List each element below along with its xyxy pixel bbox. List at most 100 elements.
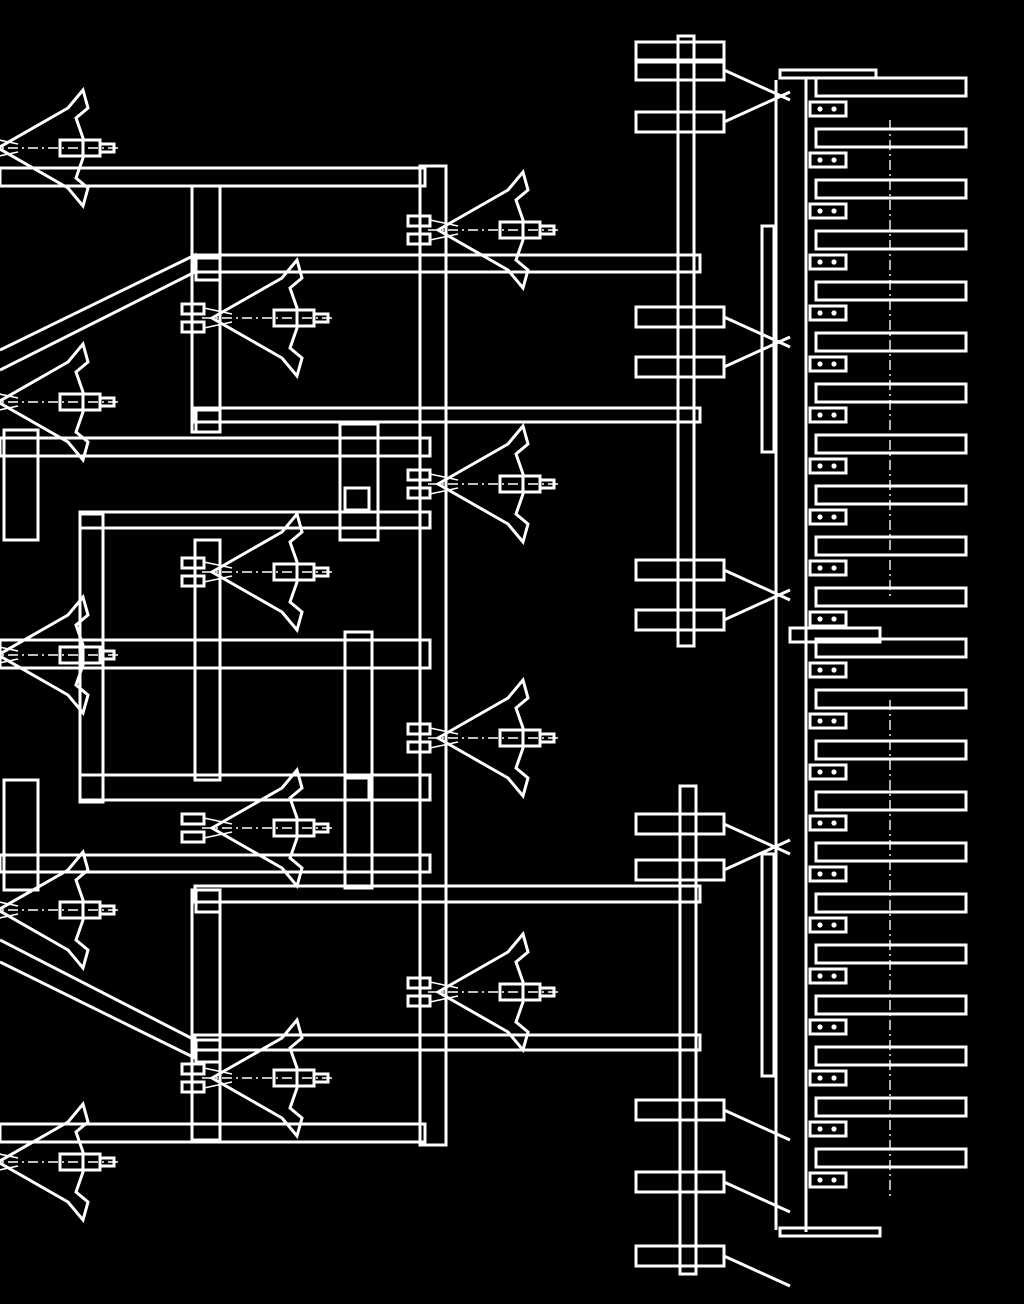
roller-bar: [814, 892, 968, 914]
vertical-beam: [2, 778, 40, 892]
frame-bar: [0, 166, 427, 188]
harrow-rail: [678, 784, 698, 1276]
roller-bolt-plate: [808, 355, 848, 373]
sweep-share: [406, 422, 558, 546]
harrow-tine: [634, 608, 726, 632]
main-frame: [0, 166, 702, 1144]
sweep-share: [0, 86, 118, 210]
harrow-tine: [634, 355, 726, 379]
roller-bolt-plate: [808, 202, 848, 220]
sweep-share: [0, 848, 118, 972]
frame-beams: [0, 164, 448, 1147]
diagonal-brace: [0, 938, 197, 1061]
roller-bar: [814, 943, 968, 965]
sweep-shares: [0, 86, 558, 1224]
harrow-section: [634, 34, 791, 1288]
roller-bolt-plate: [808, 100, 848, 118]
clamp-block: [194, 408, 222, 434]
roller-bar: [814, 433, 968, 455]
roller-bar: [814, 229, 968, 251]
vertical-beam: [193, 538, 222, 782]
roller-bolt-plate: [808, 712, 848, 730]
roller-bar: [814, 178, 968, 200]
harrow-tine: [634, 305, 726, 329]
roller-bar: [814, 790, 968, 812]
roller-bolt-plate: [808, 406, 848, 424]
sweep-share: [180, 766, 332, 890]
sweep-share: [406, 930, 558, 1054]
roller-bar: [814, 739, 968, 761]
sweep-share: [180, 1016, 332, 1140]
roller-bolt-plate: [808, 661, 848, 679]
clamp-block: [194, 1038, 222, 1064]
roller-bar: [814, 76, 968, 98]
frame-bar: [0, 1122, 427, 1144]
harrow-tine: [723, 1254, 791, 1288]
frame-bar: [0, 436, 432, 458]
vertical-beam: [338, 422, 380, 542]
frame-bar: [0, 853, 432, 874]
vertical-beam: [190, 888, 222, 1142]
roller-bar: [814, 1045, 968, 1067]
roller-bolt-plate: [808, 916, 848, 934]
packer-roller: [778, 68, 968, 1238]
roller-bar: [814, 1096, 968, 1118]
roller-bolt-plate: [808, 1120, 848, 1138]
roller-center-bearing: [788, 626, 882, 644]
roller-bolt-plate: [808, 559, 848, 577]
roller-bar: [814, 127, 968, 149]
roller-bolt-plate: [808, 814, 848, 832]
harrow-tine: [723, 1108, 791, 1142]
roller-bolt-plate: [808, 1171, 848, 1189]
roller-bolt-plate: [808, 304, 848, 322]
harrow-rail: [676, 34, 696, 648]
roller-bolt-plate: [808, 508, 848, 526]
sweep-share: [406, 676, 558, 800]
harrow-tine: [723, 335, 791, 369]
diagonal-brace: [0, 252, 197, 372]
clamp-block: [343, 486, 371, 512]
roller-bolt-plate: [808, 865, 848, 883]
roller-bar: [814, 535, 968, 557]
roller-bar: [814, 586, 968, 608]
sweep-share: [0, 1100, 118, 1224]
vertical-beam: [2, 428, 40, 542]
sweep-share: [180, 510, 332, 634]
roller-bolt-plate: [808, 253, 848, 271]
roller-bar: [814, 382, 968, 404]
roller-bar: [814, 1147, 968, 1169]
harrow-tine: [723, 822, 791, 856]
roller-bar: [814, 637, 968, 659]
harrow-tine: [634, 110, 726, 134]
vertical-beam: [343, 630, 374, 890]
sweep-share: [406, 168, 558, 292]
vertical-beam: [418, 164, 448, 1147]
sweep-share: [0, 340, 118, 464]
roller-bolt-plate: [808, 1069, 848, 1087]
roller-bar: [814, 994, 968, 1016]
harrow-tine: [723, 1180, 791, 1214]
roller-bolt-plate: [808, 1018, 848, 1036]
harrow-bracket: [760, 852, 776, 1078]
sweep-share: [0, 593, 118, 717]
roller-bolt-plate: [808, 763, 848, 781]
harrow-tine: [723, 68, 791, 102]
harrow-tine: [723, 90, 791, 124]
clamp-block: [194, 256, 222, 282]
frame-bar: [0, 638, 432, 670]
roller-bolt-plate: [808, 457, 848, 475]
harrow-tine: [723, 838, 791, 872]
roller-bolt-plate: [808, 151, 848, 169]
clamp-block: [194, 888, 222, 914]
roller-bolt-plate: [808, 967, 848, 985]
roller-bar: [814, 280, 968, 302]
roller-bar: [814, 484, 968, 506]
harrow-tine: [723, 588, 791, 622]
clamp-block: [343, 776, 371, 802]
roller-bar: [814, 688, 968, 710]
roller-end-plate: [778, 1226, 882, 1238]
harrow-tine: [634, 40, 726, 64]
roller-bolt-plate: [808, 610, 848, 628]
roller-bar: [814, 331, 968, 353]
